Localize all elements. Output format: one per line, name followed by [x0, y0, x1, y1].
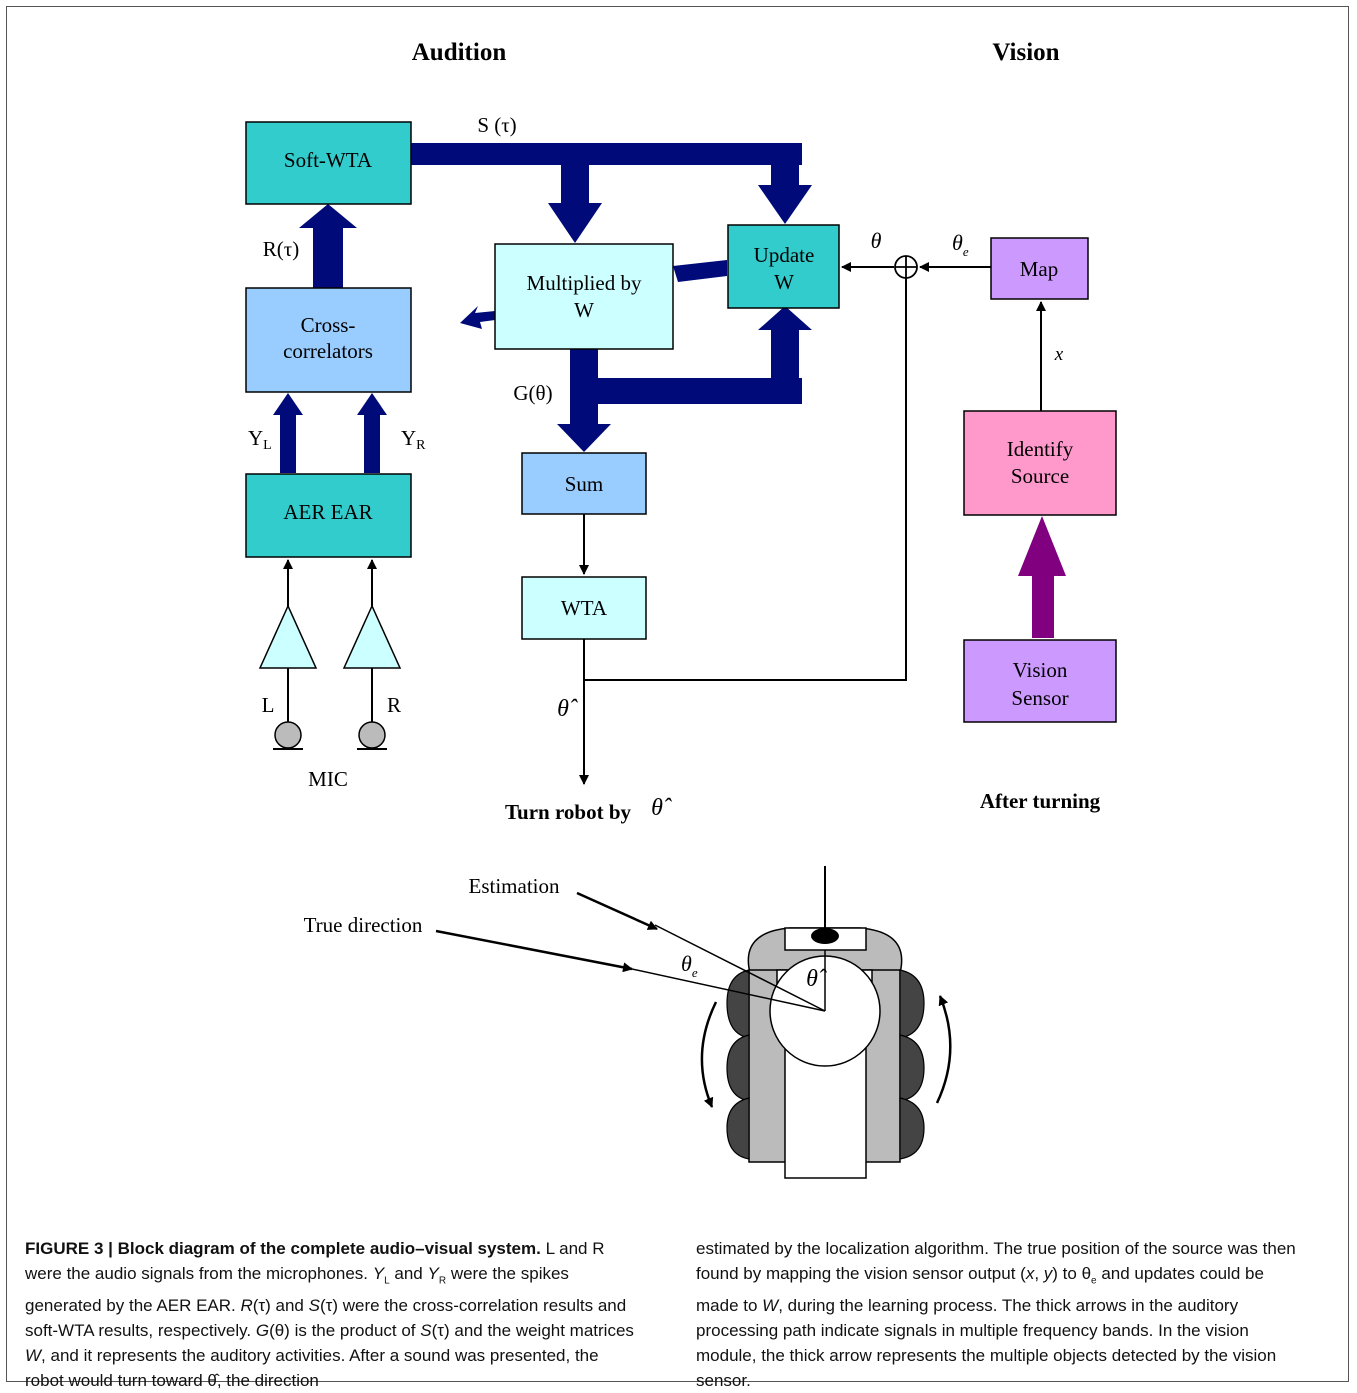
thin-connectors: [283, 262, 1046, 785]
heading-audition: Audition: [412, 39, 507, 66]
heading-vision: Vision: [992, 39, 1059, 66]
label-turn-robot-theta: θ̂: [651, 795, 672, 821]
caption-left-column: FIGURE 3 | Block diagram of the complete…: [25, 1239, 634, 1391]
block-update-w: Update W: [727, 224, 840, 309]
label-s-tau: S (τ): [477, 113, 516, 137]
amplifier-right: [342, 604, 402, 669]
label-y-r: YR: [401, 426, 426, 453]
label-theta: θ: [871, 228, 882, 253]
svg-text:Multiplied by: Multiplied by: [527, 271, 642, 295]
block-sum: Sum: [521, 452, 647, 515]
label-y-l: YL: [248, 426, 272, 453]
svg-text:W: W: [574, 298, 594, 322]
mic-left-icon: [273, 721, 303, 750]
label-robot-theta-e: θe: [681, 951, 698, 980]
label-mic: MIC: [308, 767, 348, 791]
svg-text:WTA: WTA: [561, 596, 608, 620]
robot-illustration: [435, 866, 952, 1179]
svg-text:Update: Update: [754, 243, 815, 267]
block-vision-sensor: Vision Sensor: [963, 639, 1117, 723]
block-multiplied-by-w: Multiplied by W: [494, 243, 674, 350]
svg-text:Vision: Vision: [1013, 658, 1068, 682]
thick-arrows: [273, 143, 812, 473]
label-turn-robot: Turn robot by: [505, 800, 632, 824]
block-identify-source: Identify Source: [963, 410, 1117, 516]
label-mic-l: L: [262, 693, 275, 717]
summing-junction: [894, 255, 918, 279]
label-r-tau: R(τ): [263, 237, 299, 261]
svg-text:Identify: Identify: [1007, 437, 1074, 461]
label-after-turning: After turning: [980, 789, 1101, 813]
label-g-theta: G(θ): [513, 381, 552, 405]
svg-text:Map: Map: [1020, 257, 1059, 281]
label-mic-r: R: [387, 693, 401, 717]
svg-text:Soft-WTA: Soft-WTA: [284, 148, 373, 172]
label-true-direction: True direction: [304, 913, 423, 937]
mic-right-icon: [357, 721, 387, 750]
svg-text:Cross-: Cross-: [301, 313, 356, 337]
svg-text:Source: Source: [1011, 464, 1069, 488]
label-theta-e: θe: [952, 230, 969, 259]
caption-title: FIGURE 3 | Block diagram of the complete…: [25, 1239, 541, 1258]
block-aer-ear: AER EAR: [245, 473, 412, 558]
svg-text:W: W: [774, 270, 794, 294]
figure-frame: [6, 6, 1349, 1382]
amplifier-left: [258, 604, 318, 669]
label-theta-hat: θ̂: [557, 696, 578, 722]
label-estimation: Estimation: [469, 874, 560, 898]
label-x: x: [1054, 344, 1064, 365]
svg-text:correlators: correlators: [283, 339, 373, 363]
block-soft-wta: Soft-WTA: [245, 121, 412, 205]
block-map: Map: [990, 237, 1089, 300]
vision-thick-arrow: [1018, 516, 1066, 638]
caption-right-column: estimated by the localization algorithm.…: [696, 1239, 1296, 1391]
svg-text:AER EAR: AER EAR: [283, 500, 372, 524]
block-cross-correlators: Cross- correlators: [245, 287, 412, 393]
block-wta: WTA: [521, 576, 647, 640]
block-diagram: Audition Vision Soft-WTA: [245, 39, 1117, 1179]
svg-text:Sensor: Sensor: [1011, 686, 1068, 710]
svg-text:Sum: Sum: [565, 472, 604, 496]
